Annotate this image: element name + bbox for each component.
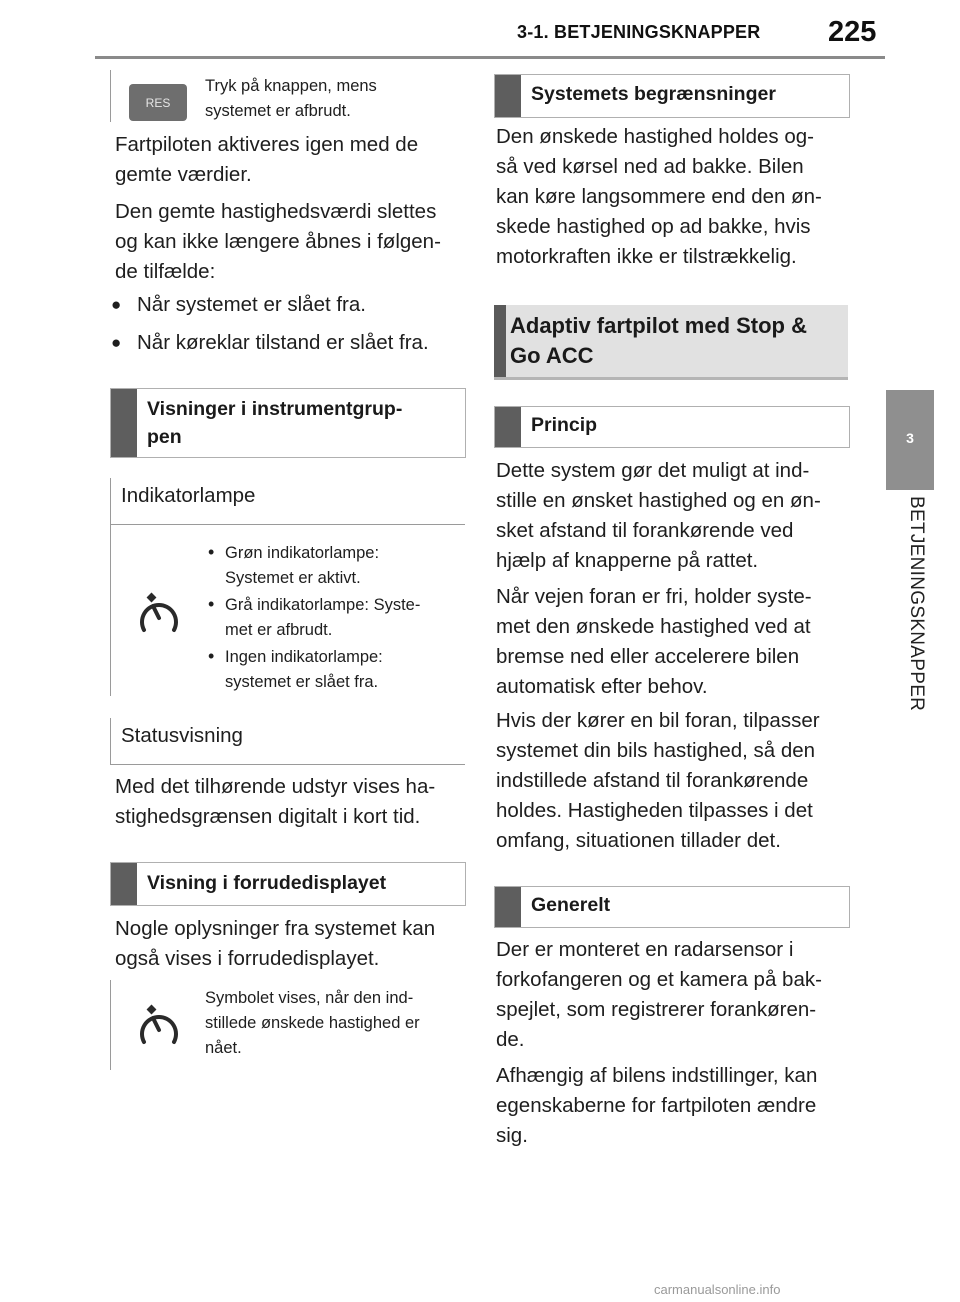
symbol-caption: Symbolet vises, når den ind- stillede øn… [205,989,420,1057]
subheading-statusvisning: Statusvisning [110,718,465,765]
chapter-title: 3-1. BETJENINGSKNAPPER [517,22,761,42]
section-heading-generelt: Generelt [494,886,850,928]
section-heading-begraensninger: Systemets begrænsninger [494,74,850,118]
heading-bar [111,863,137,905]
cruise-control-speedometer-icon [140,1004,178,1044]
paragraph-begraensninger: Den ønskede hastighed holdes og- så ved … [496,125,822,268]
section-heading-forrude: Visning i forrudedisplayet [110,862,466,906]
bullet-item: Når systemet er slået fra. [111,290,467,320]
chapter-tab-number: 3 [906,430,914,446]
bullet-item: Når køreklar tilstand er slået fra. [111,328,467,358]
heading-bar [495,887,521,927]
paragraph-generelt-2: Afhængig af bilens indstillinger, kan eg… [496,1064,818,1147]
symbol-divider [110,980,111,1070]
cruise-control-speedometer-icon [140,592,178,632]
paragraph-princip-2: Når vejen foran er fri, holder syste- me… [496,585,812,698]
section-heading-princip: Princip [494,406,850,448]
section-heading-acc: Adaptiv fartpilot med Stop & Go ACC [494,305,848,380]
res-caption: Tryk på knappen, mens systemet er afbrud… [205,77,377,120]
indicator-item-grey: Grå indikatorlampe: Syste- met er afbrud… [208,592,465,643]
res-divider [110,70,111,122]
page-number: 225 [828,16,877,48]
paragraph-forrude: Nogle oplysninger fra systemet kan også … [115,917,436,970]
paragraph-generelt-1: Der er monteret en radarsensor i forkofa… [496,938,822,1051]
watermark-footer[interactable]: carmanualsonline.info [654,1282,781,1297]
indicator-divider [110,524,111,696]
heading-bar [495,75,521,117]
section-heading-visninger: Visninger i instrumentgrup- pen [110,388,466,458]
paragraph-statusvisning: Med det tilhørende udstyr vises ha- stig… [115,775,436,828]
heading-bar [495,407,521,447]
subheading-indikatorlampe: Indikatorlampe [110,478,465,525]
res-button-image: RES [129,84,187,121]
chapter-tab [886,390,934,490]
paragraph-deleted-value: Den gemte hastighedsværdi slettes og kan… [115,200,441,283]
heading-bar [111,389,137,457]
chapter-tab-label: BETJENINGSKNAPPER [906,496,927,712]
indicator-item-none: Ingen indikatorlampe: systemet er slået … [208,644,465,695]
paragraph-princip-1: Dette system gør det muligt at ind- stil… [496,459,821,572]
header-rule [95,56,885,59]
paragraph-reactivate: Fartpiloten aktiveres igen med de gemte … [115,133,419,186]
indicator-item-green: Grøn indikatorlampe: Systemet er aktivt. [208,540,465,591]
heading-bar [494,305,506,377]
paragraph-princip-3: Hvis der kører en bil foran, tilpasser s… [496,709,820,852]
